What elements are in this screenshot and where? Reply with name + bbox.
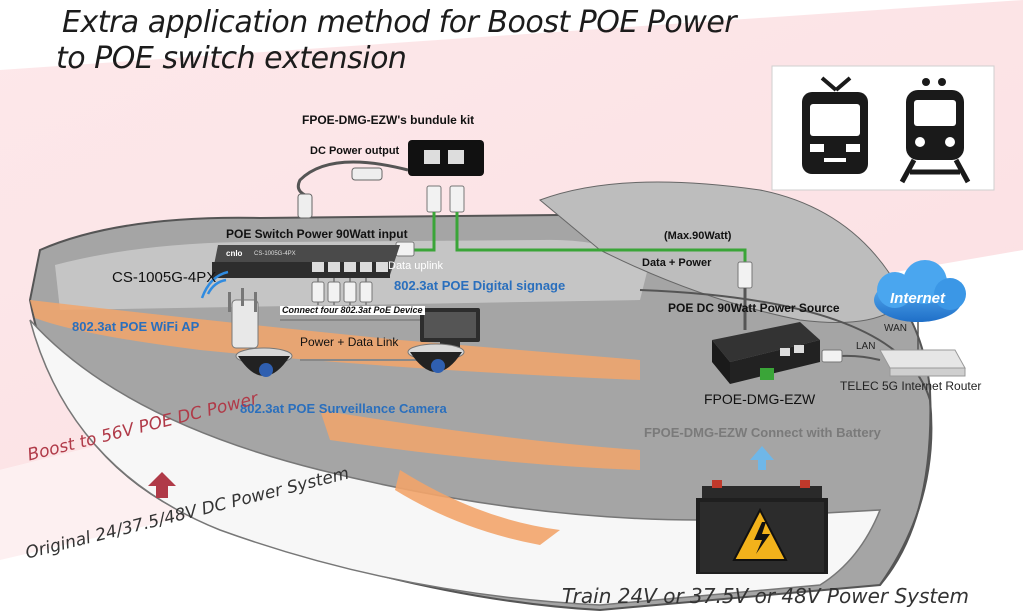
train-outline-icon [899, 78, 971, 184]
wifi-ap-label: 802.3at POE WiFi AP [72, 319, 200, 334]
dc-plug-icon [351, 167, 383, 181]
green-data-power-cable [455, 212, 747, 262]
ethernet-plug-icon [426, 185, 465, 213]
dc-plug-switch-icon [297, 193, 313, 219]
camera-label: 802.3at POE Surveillance Camera [240, 401, 447, 416]
boost-up-arrow-icon [148, 472, 176, 498]
lan-cable [839, 354, 881, 361]
poe-injector-kit [408, 140, 484, 176]
dome-camera-icon [235, 347, 293, 377]
orange-stripe-2 [320, 410, 640, 470]
dc-output-label: DC Power output [310, 145, 400, 157]
internet-label: Internet [890, 290, 946, 307]
wan-label: WAN [884, 323, 907, 334]
title-line-2: to POE switch extension [56, 41, 407, 76]
lan-plug-icon [821, 349, 843, 363]
wifi-ap-device [228, 288, 259, 349]
switch-model-label: CS-1005G-4PX [112, 269, 217, 286]
kit-label: FPOE-DMG-EZW's bundule kit [302, 113, 475, 127]
switch-brand-label: cnlo [226, 249, 243, 258]
switch-output-plugs [311, 281, 373, 303]
router-label: TELEC 5G Internet Router [840, 379, 982, 393]
title-line-1: Extra application method for Boost POE P… [62, 5, 737, 40]
train-lower-body [29, 319, 882, 606]
wifi-signal-icon [200, 270, 229, 299]
train-power-label: Train 24V or 37.5V or 48V Power System [562, 584, 970, 608]
digital-signage-label: 802.3at POE Digital signage [394, 278, 566, 293]
source-label: POE DC 90Watt Power Source [668, 301, 840, 315]
ethernet-plug-uplink [395, 241, 415, 257]
up-arrow-icon [750, 446, 774, 470]
poe-switch-device [212, 245, 400, 278]
router-icon [879, 349, 966, 377]
switch-input-label: POE Switch Power 90Watt input [226, 227, 408, 241]
fpoe-dmg-ezw-device [712, 322, 820, 384]
orange-stripe-1 [30, 300, 640, 380]
data-uplink-label: Data uplink [388, 260, 444, 272]
train-outline-front [639, 289, 933, 586]
data-power-label: Data + Power [642, 257, 712, 269]
switch-small-model: CS-1005G-4PX [254, 251, 296, 257]
lan-label: LAN [856, 341, 876, 352]
ethernet-plug-source [737, 261, 753, 289]
connect-four-label: Connect four 802.3at PoE Device [280, 305, 425, 315]
monitor-icon [420, 308, 480, 348]
battery-connect-label: FPOE-DMG-EZW Connect with Battery [644, 425, 881, 440]
power-data-link-label: Power + Data Link [300, 335, 399, 349]
green-data-uplink-cable [412, 212, 436, 252]
max-watt-label: (Max.90Watt) [664, 230, 732, 242]
cloud-icon [874, 260, 966, 322]
orange-stripe-3 [395, 470, 560, 545]
train-front-icon [802, 76, 868, 174]
dc-power-cable [296, 160, 409, 197]
dome-camera-icon-2 [407, 343, 465, 373]
high-voltage-warning-icon [732, 507, 788, 561]
fpoe-model-label: FPOE-DMG-EZW [704, 391, 816, 407]
